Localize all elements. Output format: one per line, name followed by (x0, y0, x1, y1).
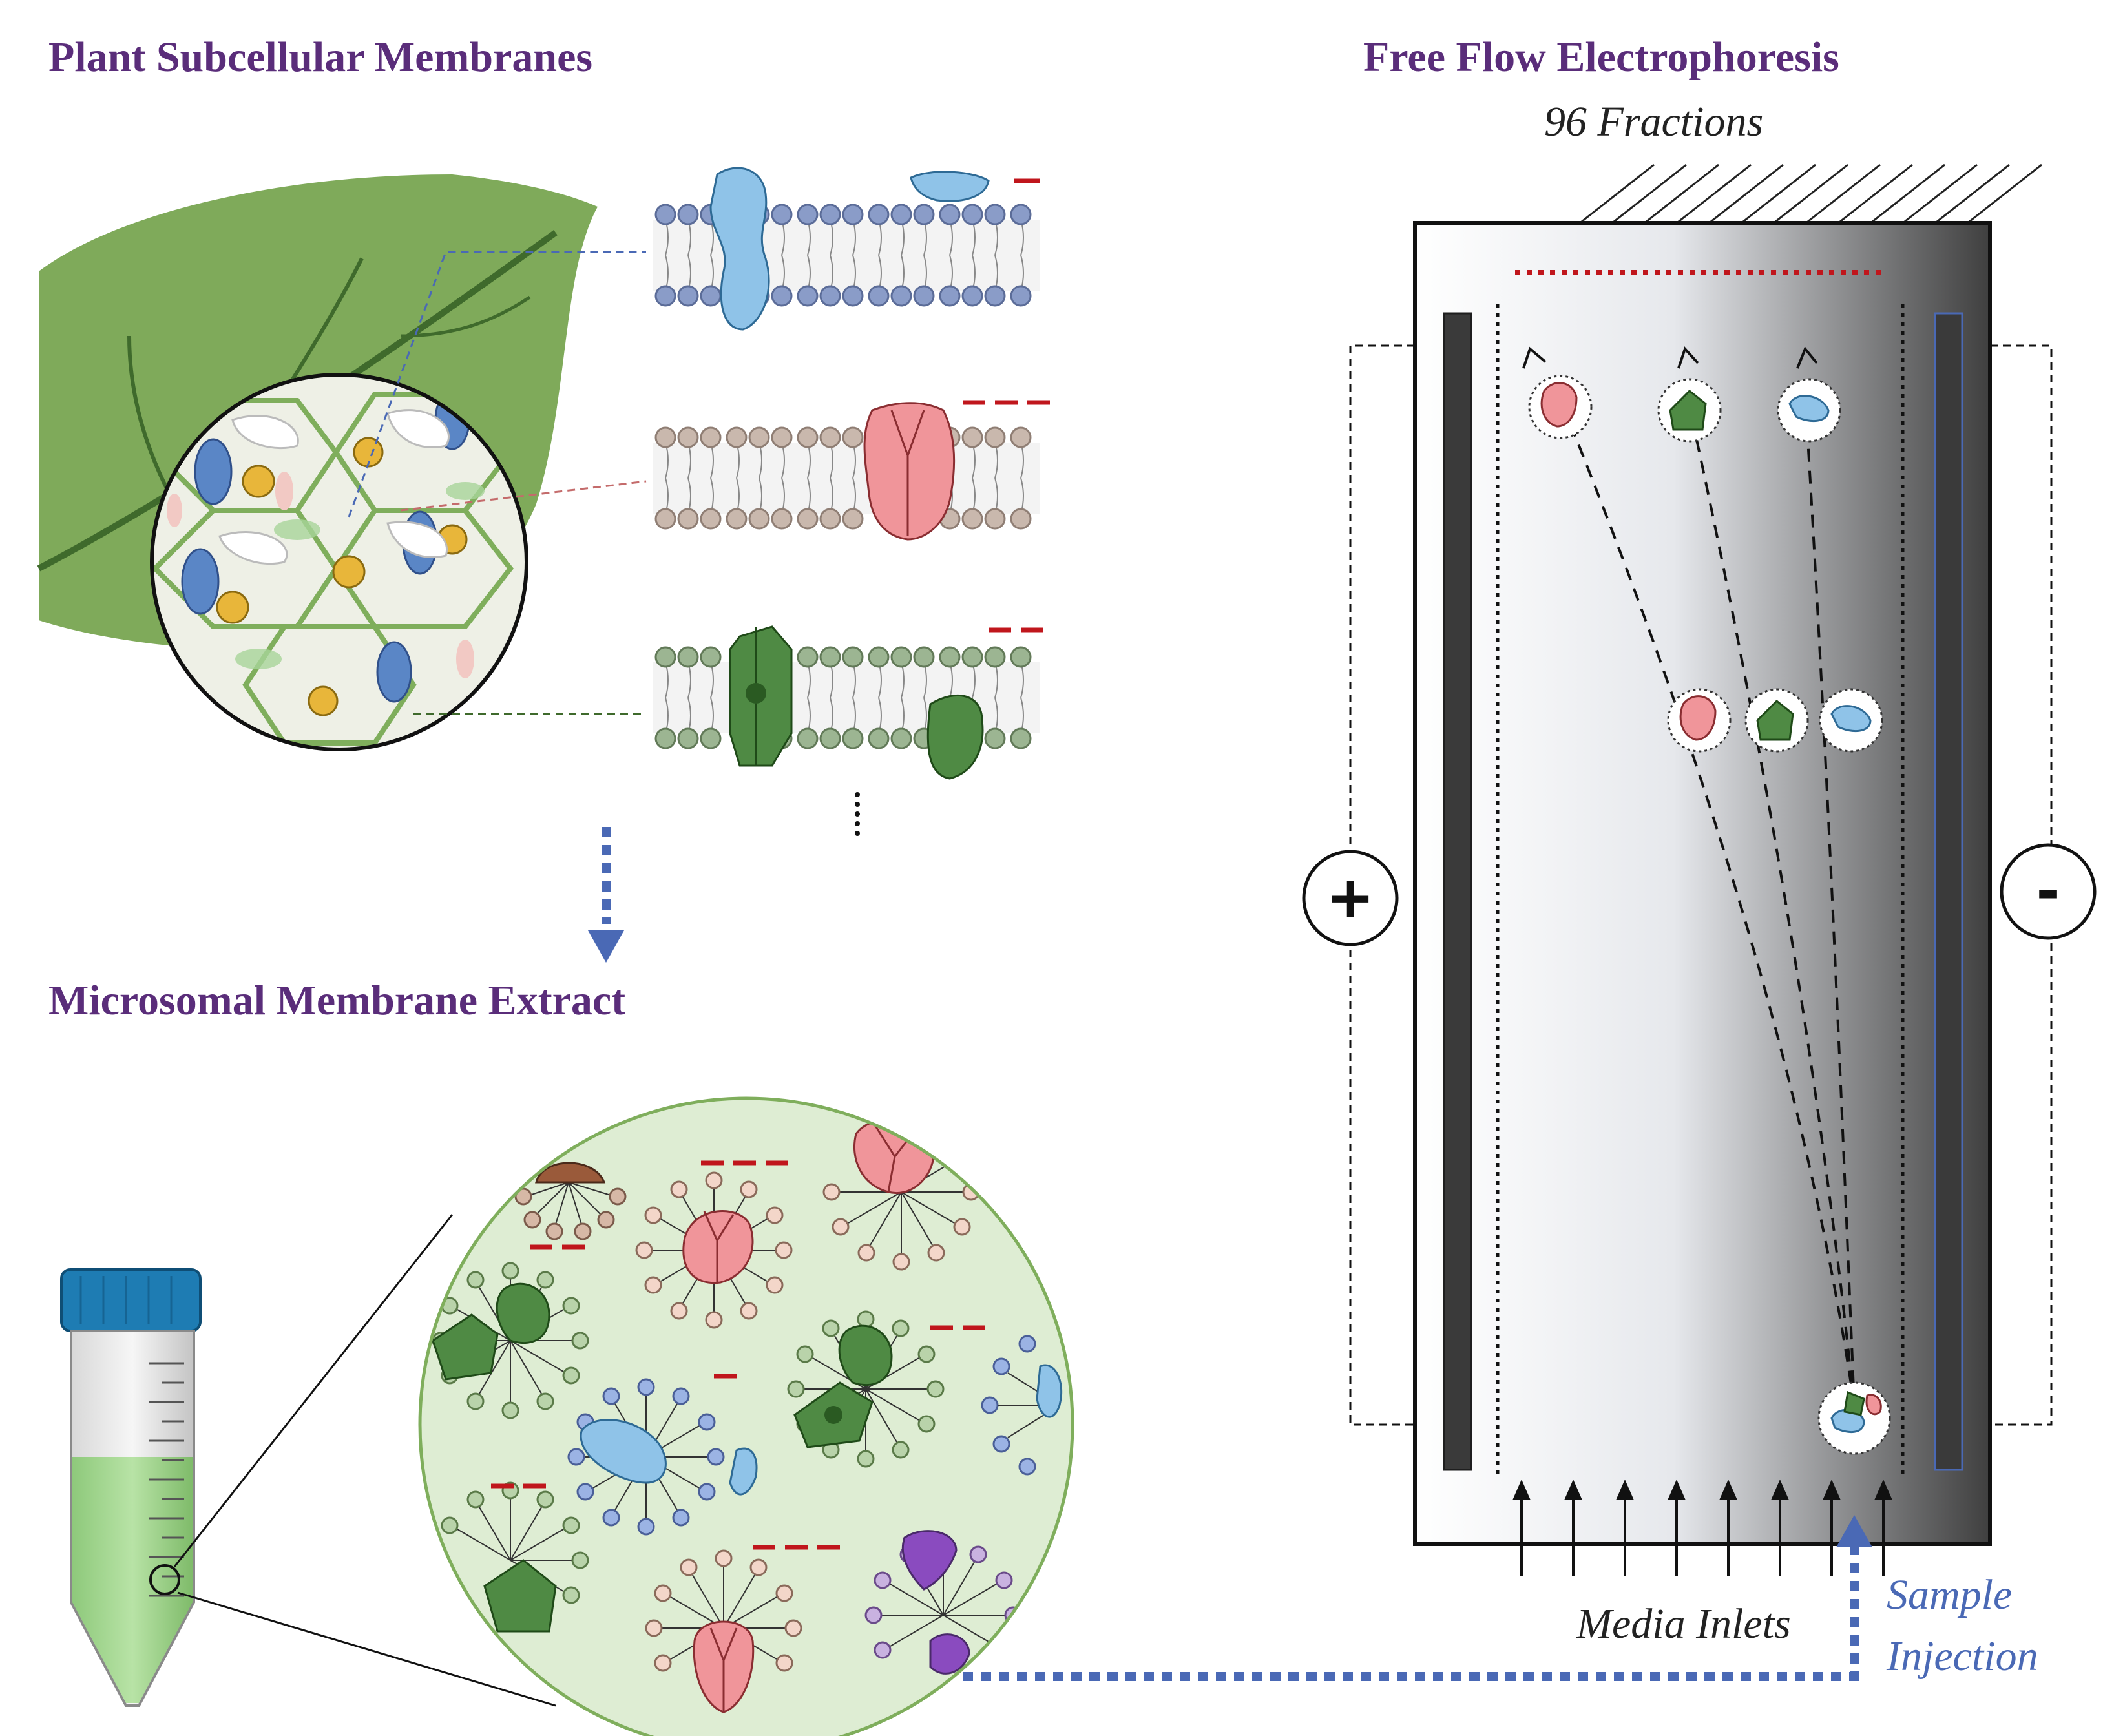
anode-terminal: + (1302, 850, 1399, 946)
sample-label-line2: Injection (1886, 1633, 2038, 1680)
separation-trajectories (1562, 406, 1856, 1406)
membrane-green (653, 625, 1043, 780)
cathode-electrode (1934, 312, 1963, 1471)
centrifuge-tube (60, 1268, 202, 1707)
zoom-lines (173, 1214, 556, 1707)
cell-magnifier (150, 373, 528, 751)
microsomal-extract-title: Microsomal Membrane Extract (48, 977, 625, 1024)
sample-label-line1: Sample (1887, 1571, 2012, 1618)
fractions-label: 96 Fractions (1544, 98, 1763, 145)
membrane-leader-lines (348, 251, 647, 715)
more-membranes-ellipsis (855, 792, 860, 836)
ffe-title: Free Flow Electrophoresis (1363, 34, 1839, 81)
minus-sign: - (2036, 857, 2060, 925)
membrane-tan (653, 400, 1050, 541)
media-inlet-arrows (1512, 1480, 1893, 1576)
media-inlets-label: Media Inlets (1576, 1600, 1791, 1647)
plant-membranes-title: Plant Subcellular Membranes (48, 34, 592, 81)
power-circuit (1349, 344, 2053, 1426)
down-arrow-icon (588, 827, 624, 963)
membrane-blue (653, 167, 1040, 331)
anode-electrode (1443, 312, 1472, 1471)
microsome-magnifier (418, 1096, 1074, 1736)
ffe-chamber (1413, 221, 1992, 1546)
plus-sign: + (1326, 864, 1374, 932)
cathode-terminal: - (2000, 843, 2097, 940)
trajectory-arrowheads (1522, 346, 1818, 369)
separation-boundaries (1496, 304, 1905, 1480)
sample-injection-arrow (963, 1515, 1872, 1681)
fraction-vesicles (1528, 375, 1891, 1455)
